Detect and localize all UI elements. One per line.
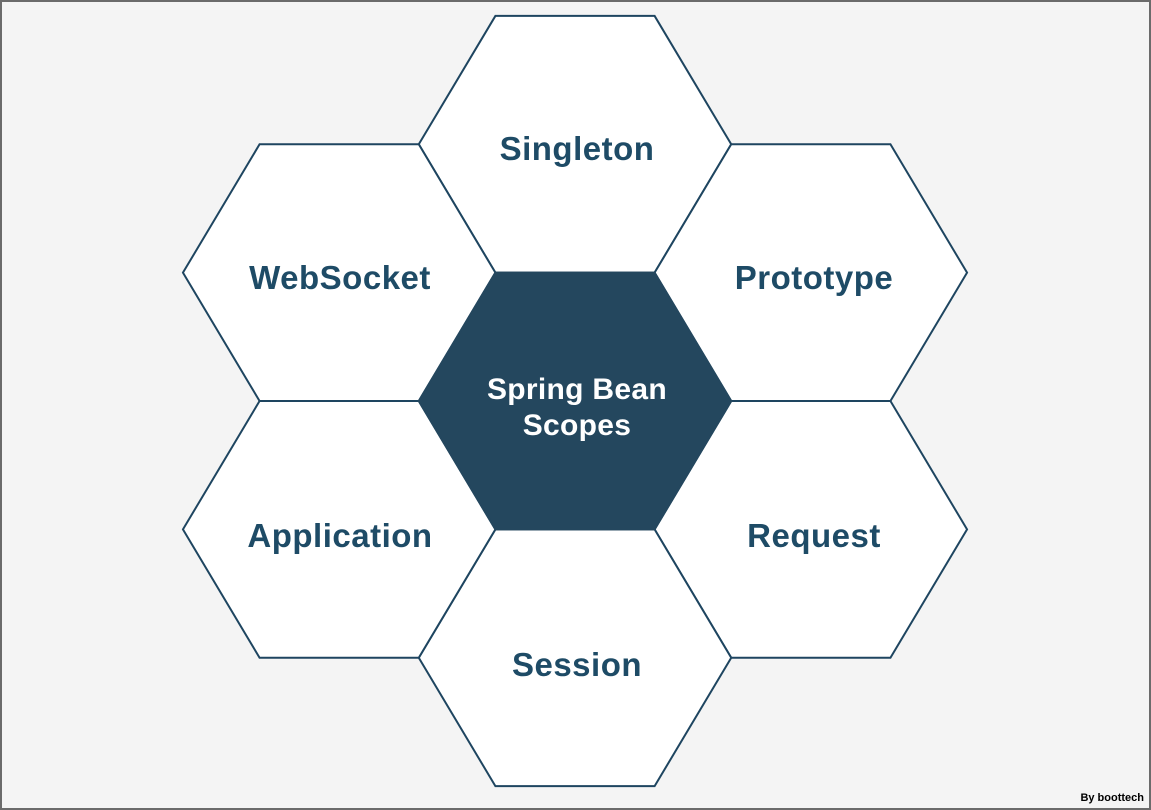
hexagon-center bbox=[417, 271, 733, 531]
credit-text: By boottech bbox=[1080, 792, 1144, 804]
